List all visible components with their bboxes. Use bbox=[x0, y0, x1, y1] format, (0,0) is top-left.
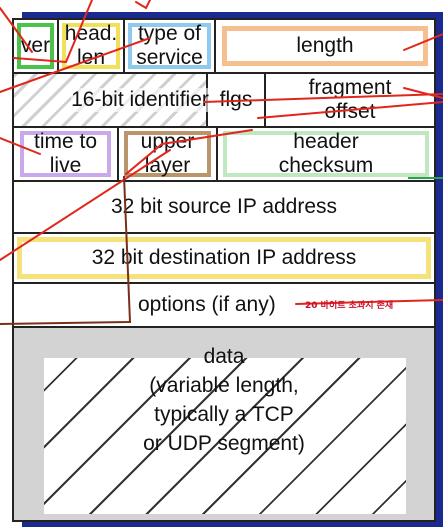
data-label: data (variable length, typically a TCP o… bbox=[143, 345, 305, 455]
time-to-live-field: time to live bbox=[12, 126, 119, 182]
data-field: data (variable length, typically a TCP o… bbox=[12, 326, 436, 522]
length-label: length bbox=[296, 34, 354, 57]
time-to-live-label: time to live bbox=[33, 130, 98, 177]
type-of-service-label: type of service bbox=[136, 22, 203, 69]
header-checksum-label: header checksum bbox=[278, 130, 374, 177]
version-field: ver bbox=[12, 18, 59, 74]
source-ip-field: 32 bit source IP address bbox=[12, 180, 436, 234]
destination-ip-field: 32 bit destination IP address bbox=[12, 232, 436, 284]
destination-ip-label: 32 bit destination IP address bbox=[91, 246, 357, 269]
identifier-label: 16-bit identifier bbox=[71, 88, 209, 112]
upper-layer-label: upper layer bbox=[140, 130, 195, 177]
header-checksum-field: header checksum bbox=[216, 126, 436, 182]
length-field: length bbox=[214, 18, 436, 74]
header-length-label: head. len bbox=[64, 22, 118, 69]
stroke-tos-mark bbox=[135, 0, 151, 10]
options-label: options (if any) bbox=[138, 293, 276, 316]
fragment-offset-label: fragment offset bbox=[308, 76, 392, 123]
version-label: ver bbox=[20, 34, 51, 57]
type-of-service-field: type of service bbox=[123, 18, 216, 74]
source-ip-label: 32 bit source IP address bbox=[110, 195, 338, 218]
options-annotation: 20 바이트 초과시 존재 bbox=[305, 301, 394, 311]
fragment-offset-field: fragment offset bbox=[264, 72, 436, 128]
flags-label: flgs bbox=[219, 88, 253, 111]
header-length-field: head. len bbox=[57, 18, 125, 74]
flags-field: flgs bbox=[206, 72, 266, 128]
upper-layer-field: upper layer bbox=[117, 126, 218, 182]
